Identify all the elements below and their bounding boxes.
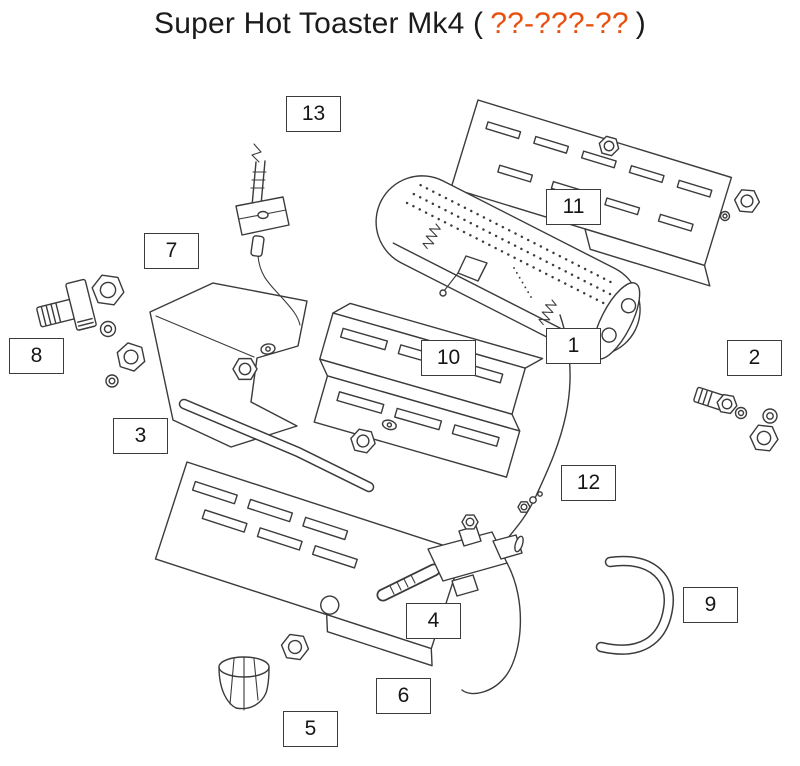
callout-label: 4 [427, 609, 440, 632]
callout-5: 5 [283, 711, 338, 747]
callout-label: 8 [30, 344, 43, 367]
burner-tube-art [375, 175, 641, 360]
callout-11: 11 [546, 189, 601, 225]
page-title: Super Hot Toaster Mk4 (??-???-??) [0, 5, 800, 43]
rod-art [178, 398, 375, 493]
handle-art [595, 555, 675, 655]
callout-2: 2 [727, 340, 782, 376]
top-right-fasteners-art [596, 134, 761, 222]
knob-art [218, 632, 311, 711]
rear-panel-art [450, 99, 733, 287]
callout-label: 9 [704, 593, 717, 616]
callout-8: 8 [9, 338, 64, 374]
callout-label: 6 [397, 684, 410, 707]
callout-7: 7 [144, 233, 199, 269]
thermocouple-wire-art [499, 314, 571, 549]
callout-9: 9 [683, 587, 738, 623]
callout-1: 1 [546, 328, 601, 364]
callout-3: 3 [113, 418, 168, 454]
inlet-fitting-art [36, 273, 150, 388]
front-panel-art [154, 461, 464, 667]
callout-label: 5 [304, 717, 317, 740]
callout-4: 4 [406, 603, 461, 639]
callout-label: 1 [567, 334, 580, 357]
callout-6: 6 [376, 678, 431, 714]
callout-13: 13 [286, 96, 341, 132]
callout-label: 10 [436, 346, 461, 369]
valve-art [376, 514, 524, 695]
title-close-paren: ) [635, 7, 646, 40]
callout-10: 10 [421, 340, 476, 376]
electrode-art [235, 143, 301, 326]
callout-label: 2 [748, 346, 761, 369]
title-part-number: ??-???-?? [490, 7, 629, 40]
callout-label: 3 [134, 424, 147, 447]
callout-12: 12 [561, 465, 616, 501]
title-text: Super Hot Toaster Mk4 ( [154, 7, 484, 40]
callout-label: 12 [576, 471, 601, 494]
callout-label: 11 [562, 195, 585, 218]
small-hardware-art [422, 223, 557, 326]
outlet-fitting-art [693, 386, 780, 452]
callout-label: 13 [301, 102, 326, 125]
callout-label: 7 [165, 239, 178, 262]
